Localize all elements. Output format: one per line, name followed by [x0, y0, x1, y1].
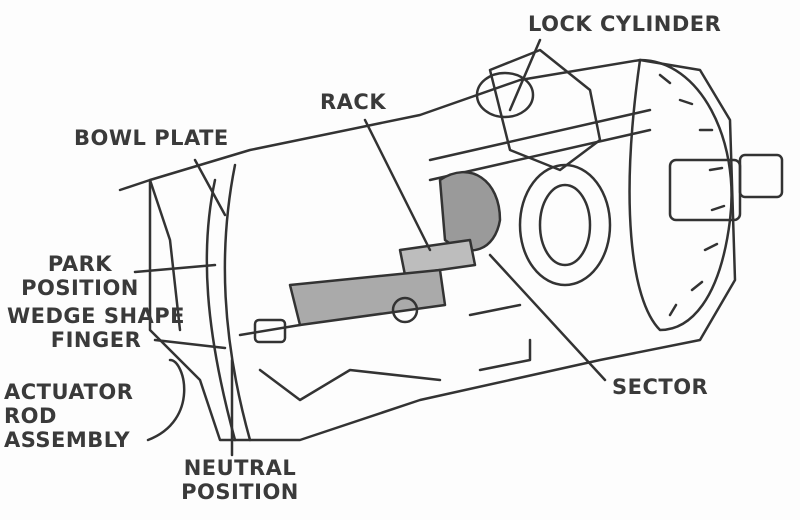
label-neutral-position: NEUTRAL POSITION [175, 456, 305, 504]
leader-lines [133, 38, 607, 457]
label-line: PARK [47, 252, 113, 276]
lock-plate [628, 58, 733, 332]
label-line: NEUTRAL [183, 456, 297, 480]
label-actuator-rod-assembly: ACTUATOR ROD ASSEMBLY [4, 380, 133, 452]
bowl-plate [205, 178, 237, 442]
label-wedge-shape-finger: WEDGE SHAPE FINGER [0, 304, 192, 352]
label-line: ROD [4, 404, 57, 428]
label-line: ASSEMBLY [4, 428, 131, 452]
column-housing [148, 58, 737, 442]
label-line: WEDGE SHAPE [6, 304, 186, 328]
label-lock-cylinder: LOCK CYLINDER [528, 12, 722, 36]
actuator-rod [288, 268, 447, 327]
lock-cylinder [488, 48, 602, 172]
plate-teeth [658, 73, 726, 317]
label-park-position: PARK POSITION [20, 252, 140, 300]
label-rack: RACK [320, 90, 387, 114]
label-line: POSITION [181, 480, 299, 504]
sector-housing [518, 163, 612, 287]
label-line: ACTUATOR [4, 380, 134, 404]
rack [398, 238, 477, 277]
label-sector: SECTOR [612, 375, 709, 399]
label-bowl-plate: BOWL PLATE [74, 126, 229, 150]
label-line: POSITION [21, 276, 139, 300]
label-line: FINGER [50, 328, 142, 352]
